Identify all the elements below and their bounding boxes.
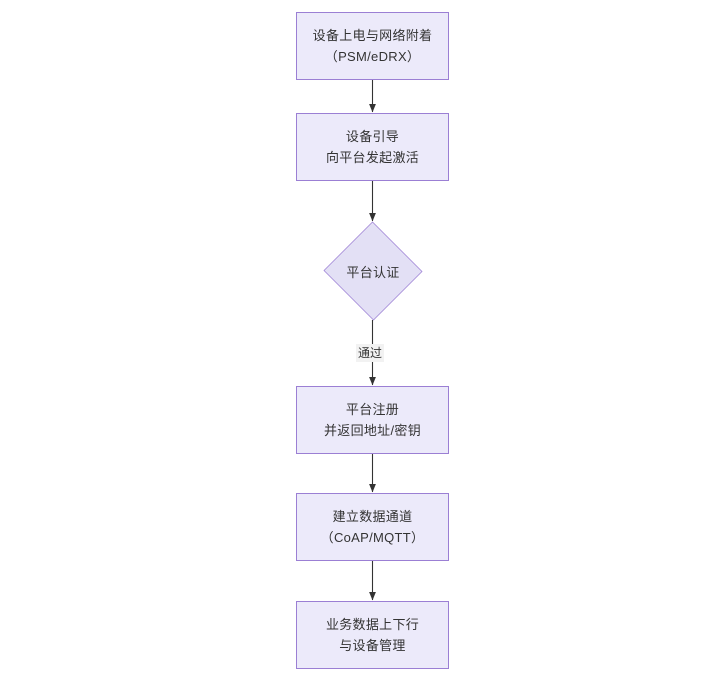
node-label-line2: （CoAP/MQTT）: [320, 530, 425, 545]
node-platform-registration[interactable]: 平台注册 并返回地址/密钥: [296, 386, 449, 454]
node-label-line2: （PSM/eDRX）: [324, 49, 421, 64]
node-platform-authentication[interactable]: 平台认证: [323, 221, 423, 321]
node-label-line1: 平台认证: [346, 264, 400, 280]
node-label-line2: 与设备管理: [339, 638, 406, 653]
node-label-line1: 设备引导: [345, 129, 400, 144]
node-label-line1: 平台注册: [345, 402, 400, 417]
node-label-line1: 业务数据上下行: [325, 617, 420, 632]
node-establish-data-channel[interactable]: 建立数据通道 （CoAP/MQTT）: [296, 493, 449, 561]
node-business-data-and-device-management[interactable]: 业务数据上下行 与设备管理: [296, 601, 449, 669]
node-device-bootstrap[interactable]: 设备引导 向平台发起激活: [296, 113, 449, 181]
edge-label-pass: 通过: [356, 344, 385, 362]
node-label-line1: 建立数据通道: [332, 509, 413, 524]
node-label-line2: 并返回地址/密钥: [323, 423, 421, 438]
node-label-line2: 向平台发起激活: [325, 150, 420, 165]
node-device-power-on[interactable]: 设备上电与网络附着 （PSM/eDRX）: [296, 12, 449, 80]
node-label-line1: 设备上电与网络附着: [312, 28, 433, 43]
